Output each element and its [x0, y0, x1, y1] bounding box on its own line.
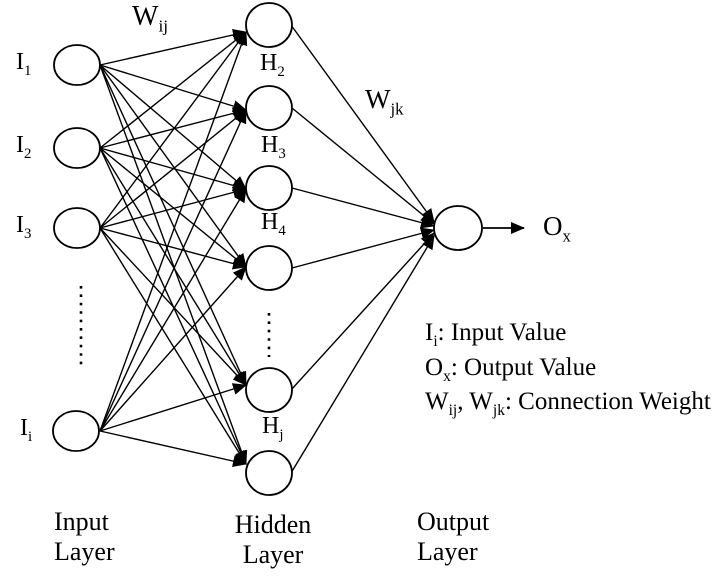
hidden-node-j — [245, 450, 293, 496]
legend-symbol: I — [425, 319, 434, 346]
hidden-node-4 — [245, 245, 293, 291]
edge-i4-h6 — [99, 430, 247, 467]
label-sub: x — [562, 226, 571, 246]
legend-connection-weight: Wij, Wjk: Connection Weight — [425, 388, 711, 418]
edges-input-hidden — [99, 29, 248, 467]
legend-description: : Output Value — [450, 354, 597, 381]
label-main: W — [365, 84, 391, 114]
caption-line-1: Hidden — [234, 510, 312, 539]
caption-line-1: Input — [54, 507, 109, 536]
label-main: H — [261, 132, 279, 158]
edge-h2-o — [291, 107, 435, 225]
hidden-node-5 — [245, 367, 293, 413]
edge-h6-o — [290, 235, 435, 474]
edges-hidden-output — [290, 24, 435, 474]
legend-output-value: Ox: Output Value — [425, 354, 597, 384]
label-sub: jk — [390, 99, 404, 119]
hidden-node-2 — [245, 85, 293, 131]
label-main: W — [132, 1, 159, 32]
label-sub: 1 — [24, 62, 32, 79]
edge-h1-o — [290, 24, 435, 223]
neuron-nodes — [52, 2, 483, 496]
edge-i1-h5 — [99, 64, 247, 386]
input-node-2 — [53, 127, 101, 169]
edge-i3-h3 — [99, 186, 247, 229]
edge-i1-h3 — [99, 64, 247, 190]
hidden-node-label-2: H2 — [260, 50, 285, 79]
label-main: H — [262, 413, 280, 439]
edge-i3-h2 — [99, 109, 247, 229]
label-sub: 2 — [24, 145, 32, 162]
hidden-node-label-j: Hj — [262, 413, 283, 442]
legend-symbol: O — [425, 354, 444, 381]
label-sub: i — [28, 428, 33, 445]
input-node-label-3: I3 — [16, 212, 31, 241]
edge-i3-h6 — [99, 227, 247, 465]
edge-i2-h4 — [99, 147, 247, 268]
legend-subscript: jk — [492, 402, 505, 419]
hidden-layer-caption: Hidden Layer — [234, 510, 312, 570]
edge-i4-h2 — [99, 109, 247, 432]
label-main: I — [16, 49, 24, 75]
input-node-label-2: I2 — [16, 132, 31, 161]
label-main: H — [261, 209, 279, 235]
legend-subscript: x — [443, 368, 451, 385]
label-main: I — [16, 132, 24, 158]
input-layer-caption: Input Layer — [54, 507, 115, 567]
edge-i1-h1 — [99, 29, 247, 66]
edge-i2-h1 — [99, 31, 247, 149]
label-sub: 3 — [278, 145, 286, 162]
legend-input-value: Ii: Input Value — [425, 319, 567, 349]
label-sub: 2 — [277, 63, 285, 80]
label-sub: 3 — [24, 225, 32, 242]
label-sub: j — [279, 426, 284, 443]
label-main: H — [260, 50, 278, 76]
legend-separator: , — [457, 388, 470, 415]
edge-i2-h5 — [99, 147, 247, 386]
label-sub: 4 — [278, 222, 286, 239]
hidden-node-1 — [245, 2, 293, 48]
label-main: I — [16, 212, 24, 238]
label-sub: ij — [158, 16, 169, 36]
edge-i4-h5 — [99, 383, 247, 432]
hidden-node-3 — [245, 165, 293, 211]
legend-symbol: W — [425, 388, 449, 415]
edge-i3-h4 — [99, 227, 247, 270]
edge-i1-h2 — [99, 64, 247, 112]
hidden-node-label-3: H3 — [261, 132, 286, 161]
label-main: O — [543, 211, 563, 241]
edge-h5-o — [290, 232, 435, 391]
caption-line-2: Layer — [417, 537, 478, 566]
input-node-3 — [53, 207, 101, 249]
edge-i4-h3 — [99, 188, 247, 432]
legend-subscript: ij — [448, 402, 458, 419]
caption-line-1: Output — [417, 507, 490, 536]
output-value-label: Ox — [543, 211, 571, 244]
edge-h3-o — [291, 187, 435, 229]
output-layer-caption: Output Layer — [417, 507, 489, 567]
caption-line-2: Layer — [54, 537, 115, 566]
caption-line-2: Layer — [242, 540, 304, 569]
edge-i1-h6 — [99, 64, 248, 465]
legend-subscript: i — [433, 333, 438, 350]
hidden-node-label-4: H4 — [261, 209, 286, 238]
input-node-label-i: Ii — [20, 415, 32, 444]
edge-i4-h4 — [99, 266, 247, 432]
edge-h4-o — [291, 227, 435, 269]
legend-symbol: W — [469, 388, 493, 415]
edge-i3-h5 — [99, 227, 247, 386]
edge-i3-h1 — [99, 31, 247, 229]
weight-label-wjk: Wjk — [365, 84, 404, 117]
input-node-label-1: I1 — [16, 49, 31, 78]
weight-label-wij: Wij — [132, 1, 168, 35]
input-node-1 — [53, 44, 101, 86]
edge-i1-h4 — [99, 64, 247, 268]
legend-description: : Connection Weight — [504, 388, 711, 415]
legend-description: : Input Value — [437, 319, 567, 346]
label-main: I — [20, 415, 28, 441]
edge-i4-h1 — [99, 31, 248, 432]
input-node-i — [52, 410, 100, 452]
output-node — [433, 205, 483, 251]
